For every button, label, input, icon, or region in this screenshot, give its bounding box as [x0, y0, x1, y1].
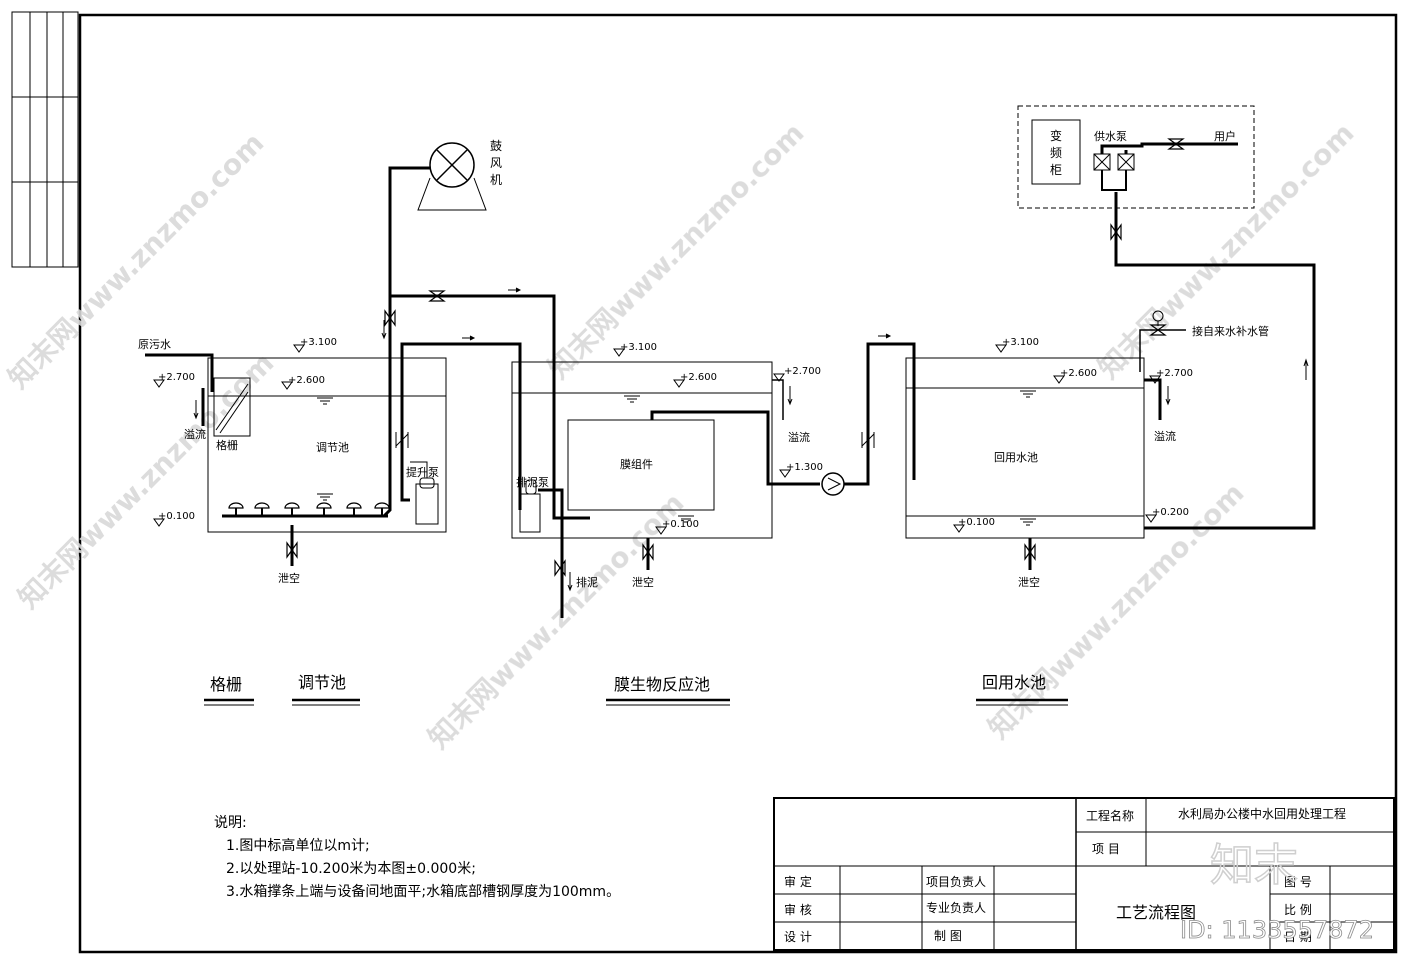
label-makeup-water: 接自来水补水管 [1192, 324, 1269, 338]
reuse-tank [905, 192, 1316, 570]
elev-0100: +0.100 [158, 511, 195, 522]
tb-drafting: 制 图 [934, 929, 962, 943]
section-title-reuse: 回用水池 [982, 673, 1046, 692]
label-drain: 泄空 [632, 575, 654, 589]
section-titles: 格栅 调节池 膜生物反应池 回用水池 [204, 673, 1068, 706]
watermark-text: 知末网www.znzmo.com [422, 486, 691, 755]
label-reuse-tank: 回用水池 [994, 451, 1038, 464]
equalization-tank [145, 353, 447, 566]
section-title-screen: 格栅 [210, 675, 242, 694]
elev-2600: +2.600 [1060, 368, 1097, 379]
pump-room [1017, 105, 1255, 209]
tb-specialty-lead: 专业负责人 [926, 900, 986, 915]
elev-0100: +0.100 [958, 517, 995, 528]
section-title-mbr: 膜生物反应池 [614, 675, 710, 694]
label-equalization-tank: 调节池 [316, 441, 349, 454]
elev-3100: +3.100 [1002, 337, 1039, 348]
tb-drawing-no: 图 号 [1284, 875, 1312, 889]
elev-0100: +0.100 [662, 519, 699, 530]
brand-logo-text: 知末 [1210, 840, 1298, 891]
section-title-equalization: 调节池 [298, 673, 346, 692]
drawing-frame [11, 11, 1398, 954]
note-item: 3.水箱撑条上端与设备间地面平;水箱底部槽钢厚度为100mm。 [226, 883, 620, 900]
tb-date: 日 期 [1284, 930, 1312, 944]
elev-1300: +1.300 [786, 462, 823, 473]
label-supply-pump: 供水泵 [1094, 129, 1127, 143]
label-overflow: 溢流 [788, 430, 810, 444]
watermark-text: 知末网www.znzmo.com [542, 116, 811, 385]
tb-project-lead: 项目负责人 [926, 875, 986, 889]
title-block: 工程名称 水利局办公楼中水回用处理工程 项 目 审 定 审 核 设 计 项目负责… [773, 797, 1395, 951]
elevation-labels: +3.100 +2.700 +2.600 +0.100 +3.100 +2.60… [158, 337, 1193, 530]
label-lift-pump: 提升泵 [406, 466, 439, 479]
tb-review: 审 定 [784, 874, 812, 889]
notes: 说明: 1.图中标高单位以m计; 2.以处理站-10.200米为本图±0.000… [214, 815, 620, 900]
watermark-text: 知末网www.znzmo.com [2, 126, 271, 395]
label-screen: 格栅 [216, 438, 238, 452]
label-sludge-pump: 排泥泵 [516, 475, 549, 489]
image-id: ID: 1133557872 [1180, 916, 1374, 944]
mbr-tank [511, 361, 820, 618]
label-overflow: 溢流 [184, 427, 206, 441]
tb-project-name-label: 工程名称 [1086, 808, 1134, 823]
elev-2700: +2.700 [784, 366, 821, 377]
elev-2600: +2.600 [288, 375, 325, 386]
tb-drawing-title: 工艺流程图 [1116, 903, 1196, 922]
label-sludge-discharge: 排泥 [576, 575, 598, 589]
tb-check: 审 核 [784, 902, 812, 917]
label-membrane-module: 膜组件 [620, 457, 653, 471]
component-labels: 鼓风机 原污水 格栅 调节池 提升泵 溢流 泄空 排泥泵 膜组件 排泥 泄空 溢… [138, 128, 1269, 589]
tb-scale: 比 例 [1284, 903, 1312, 917]
tb-item-label: 项 目 [1092, 842, 1120, 856]
elev-2700: +2.700 [158, 372, 195, 383]
watermark-text: 知末网www.znzmo.com [12, 346, 281, 615]
label-blower: 鼓风机 [490, 139, 502, 187]
label-vfd-cabinet: 变频柜 [1050, 128, 1062, 177]
lift-pipe [395, 335, 522, 510]
note-item: 2.以处理站-10.200米为本图±0.000米; [226, 861, 476, 877]
note-item: 1.图中标高单位以m计; [226, 837, 370, 854]
air-pipe [381, 142, 590, 520]
label-drain: 泄空 [1018, 575, 1040, 589]
label-raw-water: 原污水 [138, 338, 171, 351]
notes-heading: 说明: [214, 815, 247, 831]
label-overflow: 溢流 [1154, 429, 1176, 443]
label-drain: 泄空 [278, 571, 300, 585]
elev-0200: +0.200 [1152, 507, 1189, 518]
transfer-pump [821, 333, 916, 496]
elev-3100: +3.100 [620, 342, 657, 353]
elev-3100: +3.100 [300, 337, 337, 348]
elev-2600: +2.600 [680, 372, 717, 383]
brand-watermark: 知末 ID: 1133557872 [1180, 839, 1375, 944]
label-user: 用户 [1214, 129, 1236, 143]
elev-2700: +2.700 [1156, 368, 1193, 379]
tb-design: 设 计 [784, 930, 812, 944]
tb-project-name: 水利局办公楼中水回用处理工程 [1178, 806, 1346, 821]
